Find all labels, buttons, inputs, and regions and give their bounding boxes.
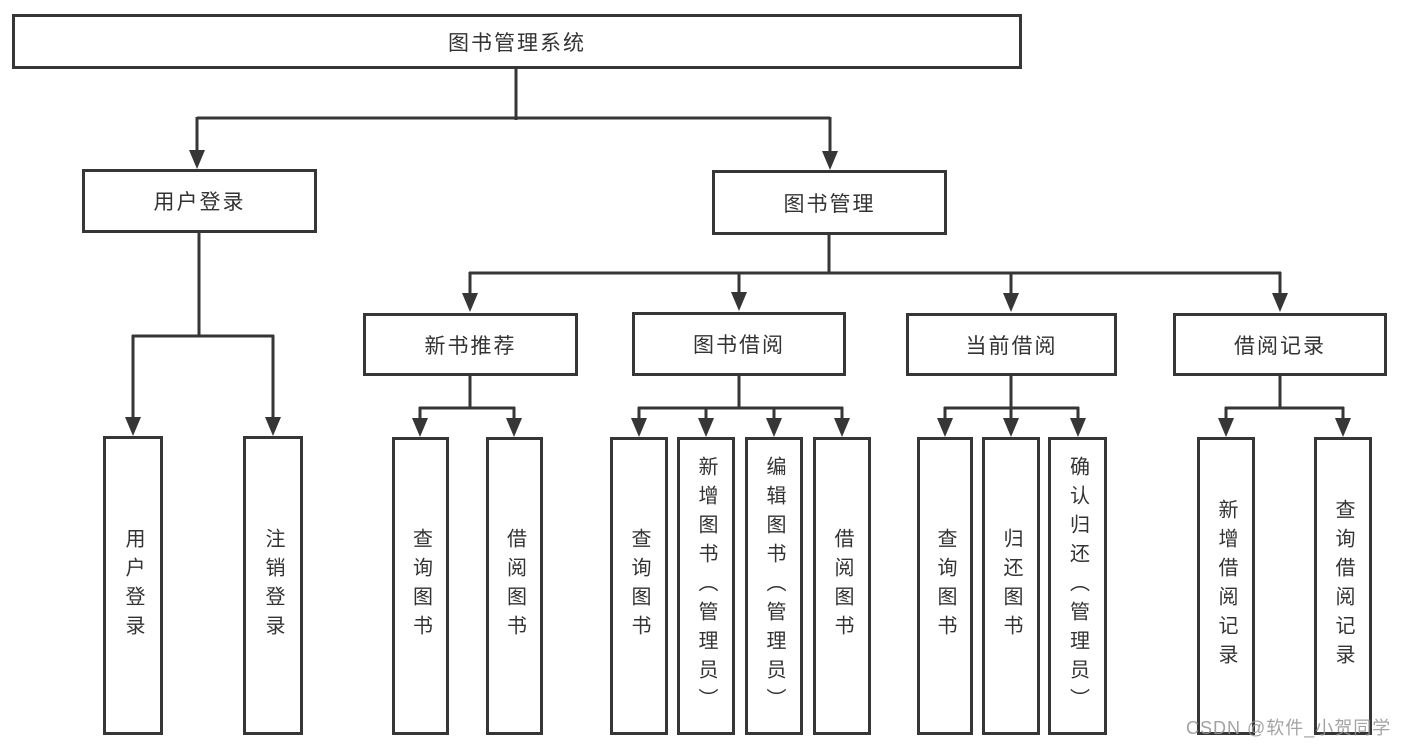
- node-new-book-recommend: 新书推荐: [363, 313, 578, 376]
- arrowhead: [937, 418, 953, 437]
- connector-recommend-to-leaves: [412, 376, 522, 437]
- node-label: 借阅记录: [1234, 334, 1326, 358]
- leaf-borrow-edit-books-admin: 编辑图书（管理员）: [745, 437, 803, 735]
- arrowhead: [265, 417, 281, 436]
- connector-bookmgmt-to-level2: [462, 235, 1288, 312]
- node-label: 用户登录: [153, 191, 246, 214]
- leaf-current-confirm-return-admin: 确认归还（管理员）: [1048, 437, 1107, 735]
- node-label: 新书推荐: [424, 334, 517, 358]
- leaf-record-query: 查询借阅记录: [1314, 437, 1372, 735]
- node-borrow-record: 借阅记录: [1173, 313, 1387, 376]
- leaf-recommend-borrow-books: 借阅图书: [486, 437, 543, 735]
- leaf-recommend-query-books: 查询图书: [392, 437, 449, 735]
- node-label: 查询借阅记录: [1332, 499, 1354, 673]
- arrowhead: [1003, 293, 1019, 312]
- node-label: 查询图书: [934, 528, 956, 644]
- arrowhead: [834, 418, 850, 437]
- node-user-login: 用户登录: [82, 169, 317, 233]
- leaf-current-query-books: 查询图书: [917, 437, 973, 735]
- arrowhead: [412, 418, 428, 437]
- leaf-borrow-query-books: 查询图书: [610, 437, 668, 735]
- connector-root-to-level1: [189, 69, 838, 170]
- arrowhead: [462, 293, 478, 312]
- node-label: 图书管理: [783, 192, 876, 216]
- arrowhead: [1003, 418, 1019, 437]
- leaf-borrow-add-books-admin: 新增图书（管理员）: [677, 437, 735, 735]
- connector-record-to-leaves: [1218, 376, 1351, 437]
- node-label: 查询图书: [409, 528, 432, 644]
- leaf-borrow-borrow-books: 借阅图书: [813, 437, 871, 735]
- connector-borrow-to-leaves: [631, 376, 850, 437]
- leaf-user-login: 用户登录: [103, 436, 163, 735]
- node-label: 查询图书: [628, 528, 650, 644]
- arrowhead: [189, 150, 205, 169]
- node-label: 编辑图书（管理员）: [763, 455, 785, 717]
- leaf-record-add: 新增借阅记录: [1197, 437, 1255, 735]
- node-label: 借阅图书: [503, 528, 526, 644]
- node-label: 注销登录: [262, 527, 284, 644]
- arrowhead: [506, 418, 522, 437]
- node-book-borrow: 图书借阅: [632, 312, 846, 376]
- node-book-management: 图书管理: [712, 170, 947, 235]
- arrowhead: [1272, 293, 1288, 312]
- node-root-library-system: 图书管理系统: [12, 14, 1022, 69]
- connector-userlogin-to-leaves: [125, 233, 281, 436]
- arrowhead: [125, 417, 141, 436]
- node-label: 图书管理系统: [448, 31, 586, 55]
- node-label: 归还图书: [1000, 528, 1022, 644]
- arrowhead: [1218, 418, 1234, 437]
- arrowhead: [698, 418, 714, 437]
- node-label: 图书借阅: [693, 334, 785, 357]
- leaf-logout: 注销登录: [243, 436, 303, 735]
- node-label: 用户登录: [122, 527, 144, 644]
- arrowhead: [766, 418, 782, 437]
- node-label: 借阅图书: [831, 528, 853, 644]
- node-label: 新增图书（管理员）: [695, 455, 717, 717]
- arrowhead: [1335, 418, 1351, 437]
- node-label: 确认归还（管理员）: [1066, 455, 1089, 717]
- leaf-current-return-books: 归还图书: [982, 437, 1040, 735]
- csdn-watermark: CSDN @软件_小贺同学: [1186, 718, 1392, 738]
- connector-current-to-leaves: [937, 376, 1086, 437]
- arrowhead: [822, 151, 838, 170]
- arrowhead: [1070, 418, 1086, 437]
- arrowhead: [731, 292, 747, 311]
- node-label: 新增借阅记录: [1215, 499, 1237, 673]
- node-label: 当前借阅: [965, 334, 1058, 358]
- arrowhead: [631, 418, 647, 437]
- node-current-borrow: 当前借阅: [906, 313, 1117, 376]
